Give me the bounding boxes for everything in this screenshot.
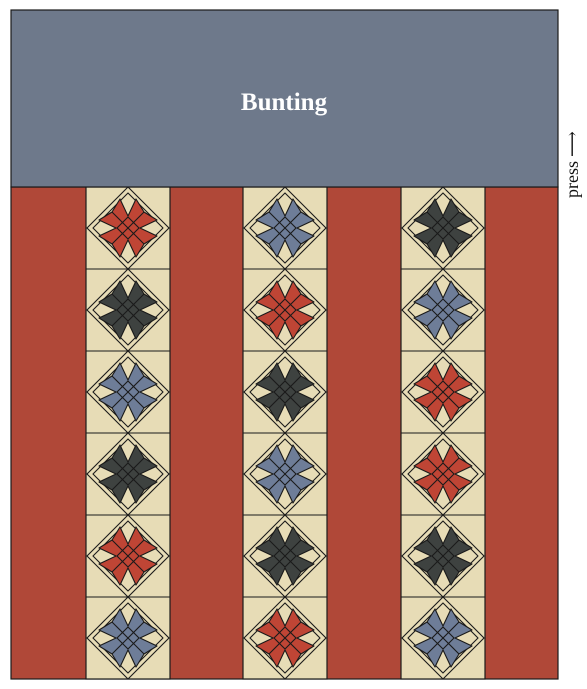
star-column (401, 187, 485, 679)
star-column (86, 187, 170, 679)
press-label: press (562, 161, 582, 198)
star-column (243, 187, 327, 679)
quilt-title: Bunting (241, 89, 328, 116)
press-arrow-icon: ⟶ (562, 131, 582, 157)
side-note: press ⟶ (562, 131, 582, 198)
star-columns (86, 187, 485, 679)
